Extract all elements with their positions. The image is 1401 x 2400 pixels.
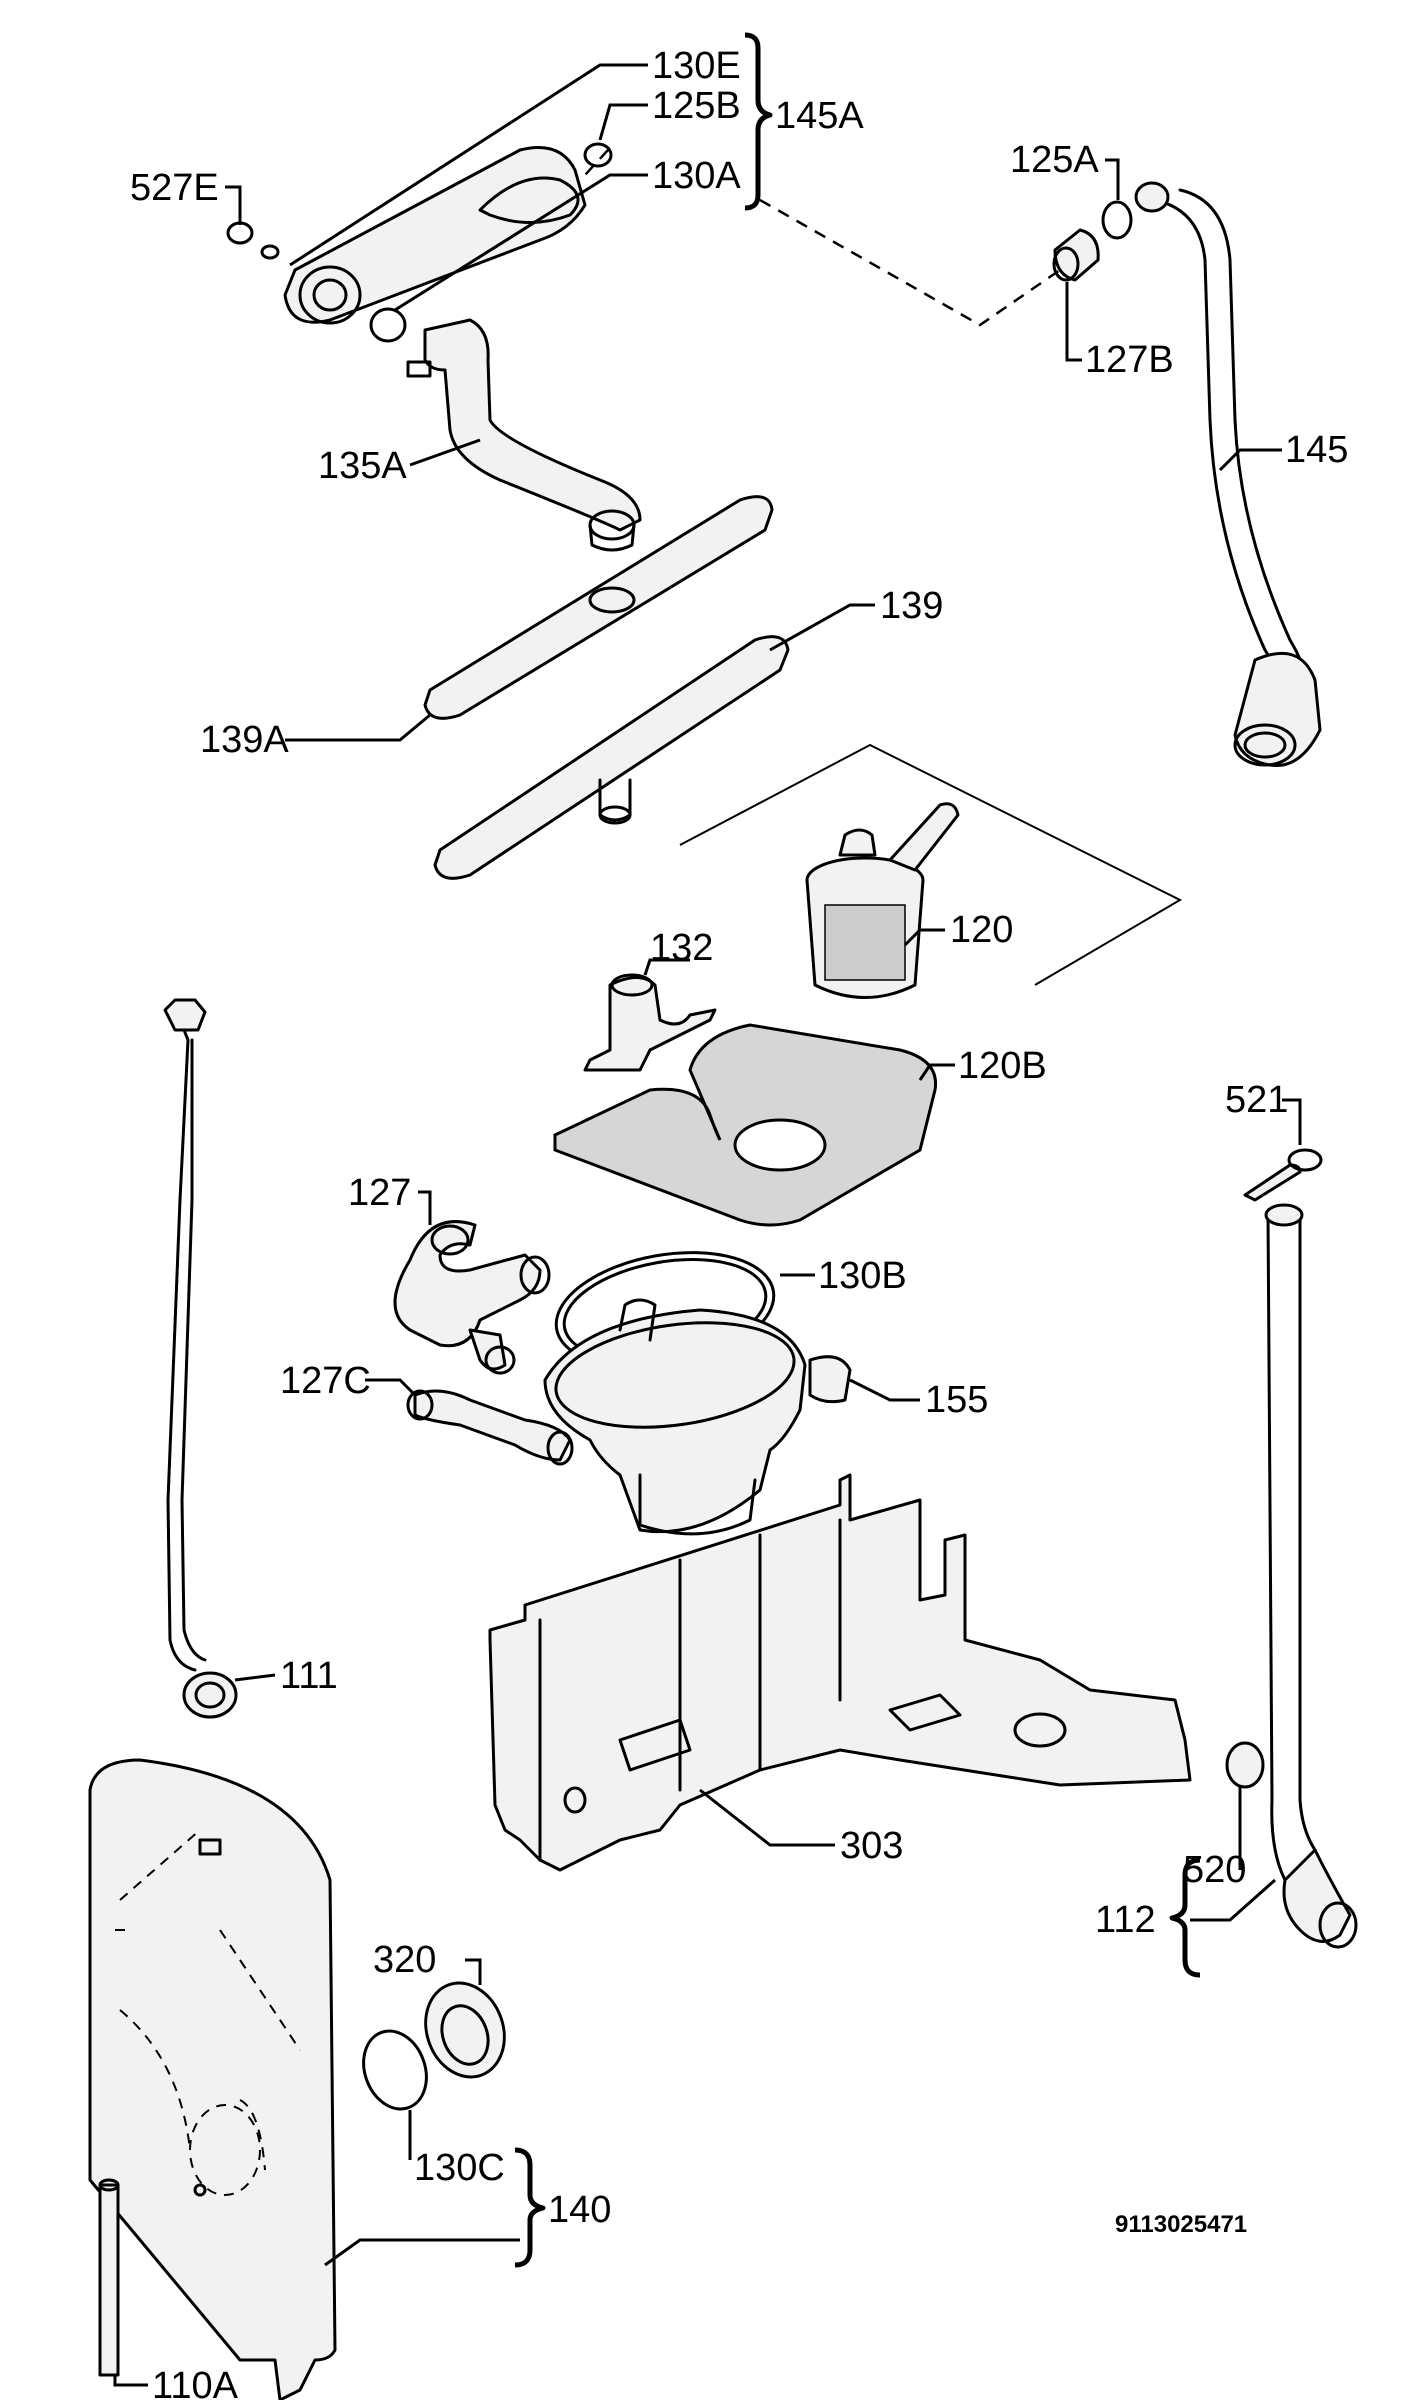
spray-arm-139-part [433, 635, 790, 880]
label-130b: 130B [818, 1255, 907, 1297]
label-521: 521 [1225, 1079, 1288, 1121]
o-ring-125b-part [583, 142, 613, 168]
hose-145-part [1134, 181, 1322, 768]
clamp-520-part [1225, 1741, 1265, 1789]
drain-hose-112-part [1264, 1203, 1358, 1949]
label-140: 140 [548, 2189, 611, 2231]
pipe-127c-part [406, 1389, 574, 1466]
inlet-hose-111-part [163, 998, 238, 1719]
label-110a: 110A [152, 2365, 239, 2400]
label-120: 120 [950, 909, 1013, 951]
label-130a: 130A [652, 155, 741, 197]
sump-155-part [543, 1298, 852, 1536]
filter-bracket-outline [679, 743, 1183, 986]
o-ring-125a-part [1101, 200, 1133, 240]
label-111: 111 [280, 1655, 338, 1697]
label-120b: 120B [958, 1045, 1047, 1087]
drawing-number: 9113025471 [1115, 2211, 1247, 2238]
label-155: 155 [925, 1379, 988, 1421]
label-303: 303 [840, 1825, 903, 1867]
brace-112 [1169, 1857, 1201, 1978]
upper-spray-arm-part [283, 146, 587, 325]
side-panel-140-part [88, 1758, 337, 2400]
label-139a: 139A [200, 719, 289, 761]
label-145: 145 [1285, 429, 1348, 471]
filter-120-part [805, 802, 960, 999]
pipe-127-part [393, 1220, 551, 1375]
flat-filter-120b-part [553, 1023, 938, 1227]
label-125b: 125B [652, 85, 741, 127]
valve-132-part [583, 973, 717, 1072]
spray-arm-139a-part [423, 495, 774, 720]
nut-127b-part [1052, 228, 1100, 282]
label-320: 320 [373, 1939, 436, 1981]
label-139: 139 [880, 585, 943, 627]
alignment-line [584, 149, 1061, 327]
tube-110a-part [98, 2178, 120, 2377]
seal-320-part [424, 1981, 506, 2079]
ring-130c-part [362, 2029, 428, 2111]
clip-521-part [1243, 1148, 1323, 1202]
o-ring-130a-part [369, 307, 407, 343]
label-127c: 127C [280, 1360, 371, 1402]
label-130c: 130C [414, 2147, 505, 2189]
nut-527e-part [226, 221, 280, 260]
label-127: 127 [348, 1172, 411, 1214]
label-135a: 135A [318, 445, 407, 487]
label-125a: 125A [1010, 139, 1099, 181]
base-frame-303-part [488, 1473, 1192, 1872]
label-127b: 127B [1085, 339, 1174, 381]
label-112: 112 [1095, 1899, 1156, 1941]
label-520: 520 [1183, 1849, 1246, 1891]
brace-145a [744, 32, 773, 211]
brace-140 [514, 2147, 546, 2268]
supply-tube-135a-part [406, 318, 642, 552]
label-132: 132 [650, 927, 713, 969]
leader-lines [113, 63, 1302, 2387]
label-527e: 527E [130, 167, 219, 209]
label-130e: 130E [652, 45, 741, 87]
label-145a: 145A [775, 95, 864, 137]
